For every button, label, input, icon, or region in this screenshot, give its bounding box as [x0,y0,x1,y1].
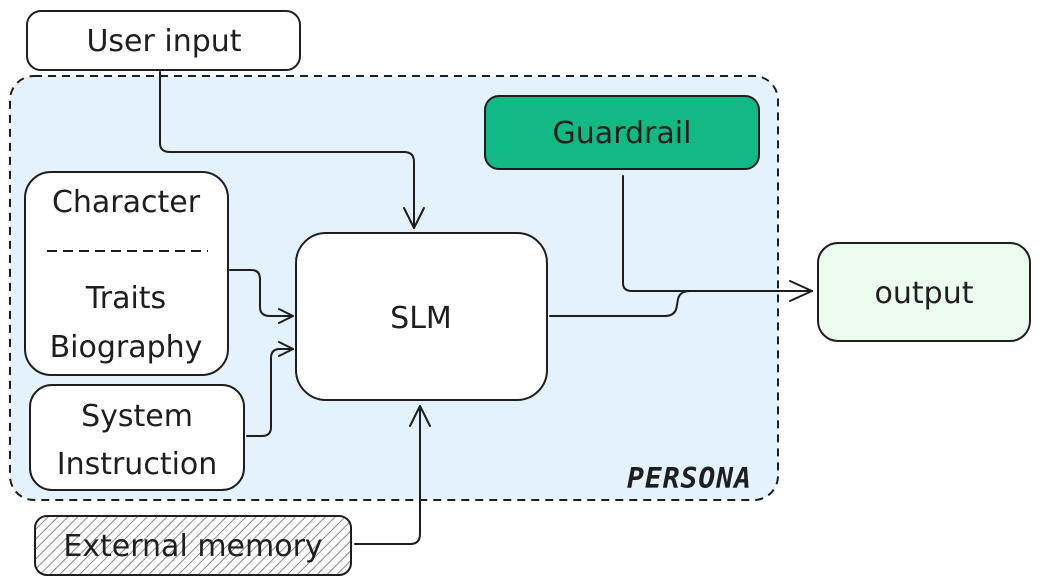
connector-user-input-to-slm [159,71,415,229]
user-input-box: User input [26,10,301,71]
arrowhead-external-memory-into-slm [409,405,431,427]
persona-label: PERSONA [627,462,752,495]
biography-label: Biography [50,330,203,365]
system-label: System [81,399,193,434]
arrowhead-system-into-slm [278,341,294,357]
output-box: output [817,242,1031,342]
connector-external-memory-to-slm [354,405,421,545]
output-label: output [875,276,974,311]
arrowhead-into-output [789,280,813,302]
connectors [159,71,813,545]
arrowhead-character-into-slm [278,308,294,324]
instruction-label: Instruction [57,447,218,482]
connector-system-instruction-to-slm [246,348,294,437]
slm-label: SLM [390,301,452,336]
guardrail-box: Guardrail [484,95,760,170]
arrowhead-into-slm-top [403,207,425,229]
connector-character-to-slm [229,269,294,317]
external-memory-box: External memory [34,515,352,576]
external-memory-label: External memory [63,529,322,564]
connector-guardrail-to-output [622,175,813,292]
guardrail-label: Guardrail [553,116,692,151]
traits-label: Traits [85,281,166,316]
system-instruction-box: System Instruction [29,384,245,491]
user-input-label: User input [86,24,241,59]
slm-box: SLM [295,232,548,401]
character-label: Character [52,185,201,220]
character-card: Character Traits Biography [24,171,229,376]
